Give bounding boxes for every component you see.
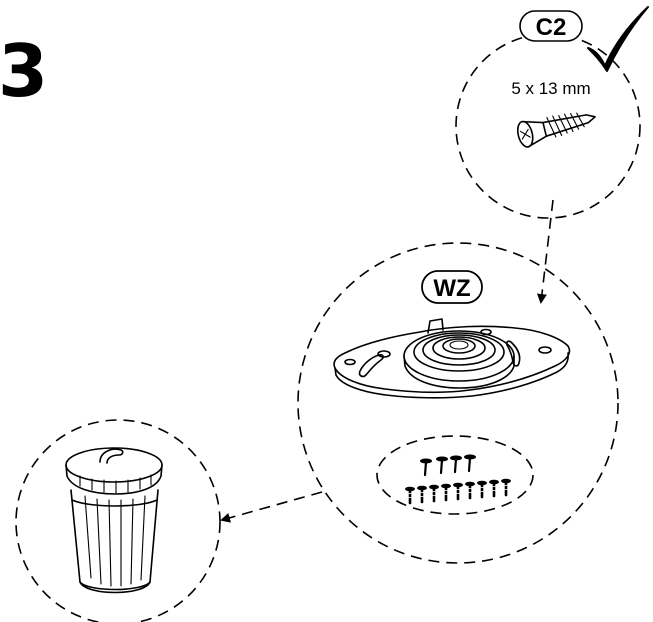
part-code-wz: WZ: [433, 275, 470, 302]
arrow-plate-to-trash: [220, 491, 323, 523]
checkmark-icon: [587, 6, 649, 72]
screw-bag-icon: [376, 435, 534, 515]
step-number: 3: [0, 29, 48, 113]
screw-row-top: [423, 456, 472, 477]
screw-size-label: 5 x 13 mm: [511, 79, 590, 98]
mount-plate-icon: [333, 318, 571, 399]
discard-callout-circle: [15, 419, 221, 622]
screw-row-bottom: [408, 480, 508, 505]
part-badge-c2: [519, 10, 583, 42]
part-code-c2: C2: [536, 14, 567, 41]
part-badge-wz: [421, 270, 483, 304]
arrow-c2-to-plate: [536, 199, 554, 304]
discard-callout: [15, 419, 221, 622]
screw-icon: [516, 112, 596, 148]
assembly-callout-circle: [297, 242, 619, 564]
trash-bin-icon: [65, 447, 163, 594]
assembly-callout: WZ: [297, 242, 619, 564]
screw-callout: C2 5 x 13 mm: [455, 6, 649, 219]
